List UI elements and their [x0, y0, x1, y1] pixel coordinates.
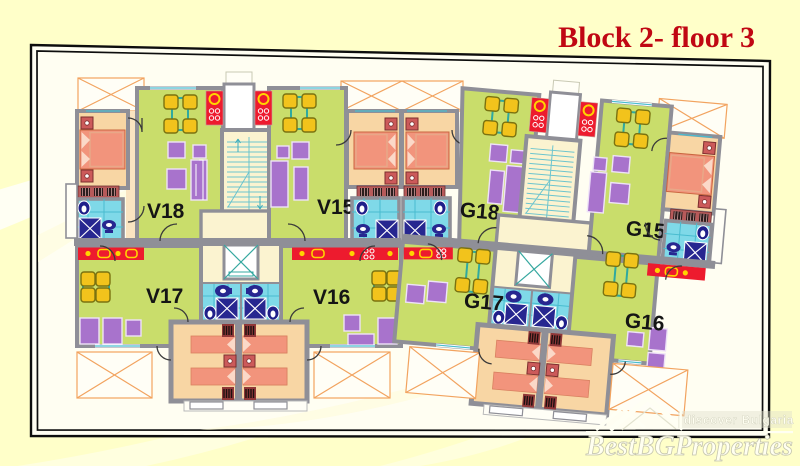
svg-text:BestBGProperties: BestBGProperties — [585, 431, 793, 462]
svg-text:discover Bulgaria: discover Bulgaria — [684, 415, 794, 427]
svg-text:V15: V15 — [317, 196, 355, 219]
svg-text:Block 2- floor 3: Block 2- floor 3 — [558, 21, 755, 54]
svg-text:G18: G18 — [459, 199, 501, 225]
svg-text:V17: V17 — [146, 285, 183, 308]
svg-text:V18: V18 — [147, 200, 185, 223]
svg-text:G16: G16 — [624, 309, 666, 335]
svg-text:V16: V16 — [313, 286, 350, 309]
svg-text:G17: G17 — [463, 289, 505, 315]
svg-text:G15: G15 — [625, 217, 667, 243]
